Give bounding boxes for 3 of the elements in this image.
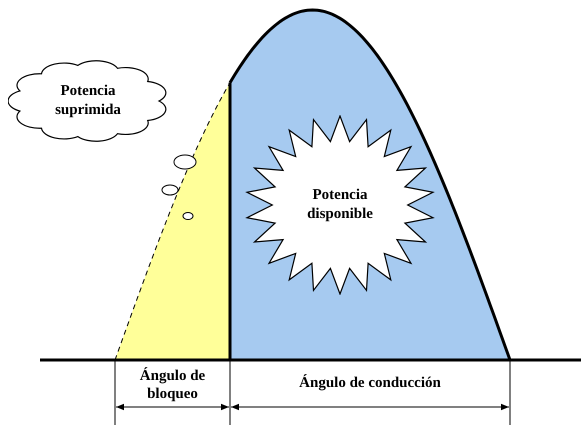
starburst: [245, 115, 435, 295]
shape-text: Potencia suprimida: [54, 82, 122, 120]
shape-text: Potencia disponible: [306, 186, 374, 224]
